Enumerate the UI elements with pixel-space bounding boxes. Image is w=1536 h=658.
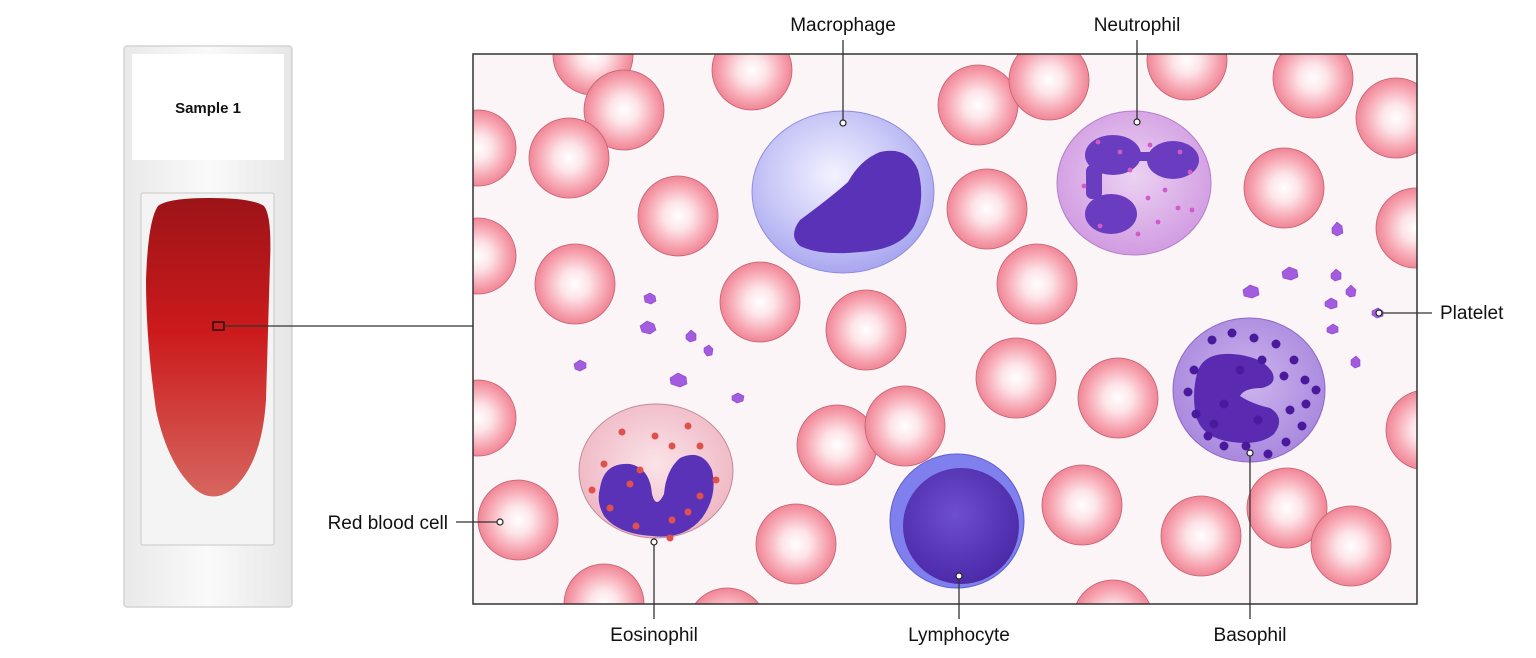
blood-smear <box>146 198 271 497</box>
red-blood-cell <box>473 379 517 457</box>
microscope-slide: Sample 1 <box>123 45 293 608</box>
red-blood-cell <box>937 64 1019 146</box>
red-blood-cell <box>996 243 1078 325</box>
red-blood-cell <box>755 503 837 585</box>
neutrophil-nucleus <box>1085 135 1199 234</box>
platelet <box>1331 221 1344 237</box>
red-blood-cell <box>694 587 760 604</box>
red-blood-cell <box>1272 54 1354 119</box>
slide-title: Sample 1 <box>175 100 241 117</box>
label-eosinophil: Eosinophil <box>610 538 698 646</box>
red-blood-cell <box>528 117 610 199</box>
platelet <box>1350 355 1361 369</box>
red-blood-cell <box>637 175 719 257</box>
neutrophil-granules <box>1081 139 1195 237</box>
label-red-blood-cell: Red blood cell <box>328 513 504 534</box>
platelet <box>731 392 745 404</box>
red-blood-cell <box>1041 464 1123 546</box>
red-blood-cell <box>1146 54 1228 101</box>
lymphocyte-cell <box>889 453 1025 589</box>
red-blood-cell <box>946 168 1028 250</box>
platelet <box>1330 268 1342 282</box>
red-blood-cell <box>1355 77 1417 159</box>
label-basophil-text: Basophil <box>1214 625 1287 646</box>
red-blood-cell <box>583 69 665 151</box>
eosinophil-nucleus <box>598 454 714 537</box>
eosinophil-granules <box>588 422 720 542</box>
red-blood-cell <box>1160 495 1242 577</box>
red-blood-cell <box>864 385 946 467</box>
label-platelet: Platelet <box>1375 303 1504 324</box>
platelet <box>685 329 697 343</box>
label-eosinophil-text: Eosinophil <box>610 625 698 646</box>
basophil-granules <box>1183 328 1321 459</box>
label-macrophage: Macrophage <box>790 15 896 127</box>
platelet <box>703 344 714 357</box>
label-platelet-text: Platelet <box>1440 303 1504 324</box>
red-blood-cell <box>1375 187 1417 269</box>
platelet <box>643 292 657 305</box>
label-lymphocyte: Lymphocyte <box>908 572 1010 646</box>
platelet <box>1242 284 1260 299</box>
label-neutrophil: Neutrophil <box>1094 15 1181 126</box>
eosinophil-cell <box>578 403 734 542</box>
red-blood-cell <box>796 404 878 486</box>
neutrophil-cell <box>1056 110 1212 256</box>
red-blood-cell <box>473 109 517 187</box>
red-blood-cell <box>563 563 645 604</box>
lymphocyte-nucleus <box>903 468 1019 584</box>
label-lymphocyte-text: Lymphocyte <box>908 625 1010 646</box>
label-basophil: Basophil <box>1214 449 1287 646</box>
red-blood-cell <box>473 217 517 295</box>
red-blood-cell <box>825 289 907 371</box>
platelet <box>1326 323 1339 335</box>
platelet <box>669 372 688 388</box>
label-macrophage-text: Macrophage <box>790 15 896 36</box>
platelet <box>1324 297 1338 310</box>
platelet <box>639 320 657 335</box>
magnified-field-border <box>472 53 1418 605</box>
platelet <box>1281 266 1299 281</box>
macrophage-nucleus <box>794 150 922 254</box>
basophil-cell <box>1172 317 1326 463</box>
platelet <box>1345 284 1357 298</box>
macrophage-cell <box>751 110 935 274</box>
red-blood-cell <box>1385 390 1417 470</box>
red-blood-cell <box>1008 54 1090 121</box>
red-blood-cells <box>473 54 1417 604</box>
platelet <box>573 359 587 372</box>
label-neutrophil-text: Neutrophil <box>1094 15 1181 36</box>
red-blood-cell <box>975 337 1057 419</box>
red-blood-cell <box>534 243 616 325</box>
red-blood-cell <box>1246 467 1328 549</box>
red-blood-cell <box>719 261 801 343</box>
red-blood-cell <box>711 54 793 111</box>
red-blood-cell <box>1243 147 1325 229</box>
slide-label-area <box>132 54 284 160</box>
red-blood-cell <box>1310 505 1392 587</box>
label-red-blood-cell-text: Red blood cell <box>328 513 448 534</box>
red-blood-cell <box>1075 579 1151 604</box>
red-blood-cell <box>477 479 559 561</box>
red-blood-cell <box>1077 357 1159 439</box>
